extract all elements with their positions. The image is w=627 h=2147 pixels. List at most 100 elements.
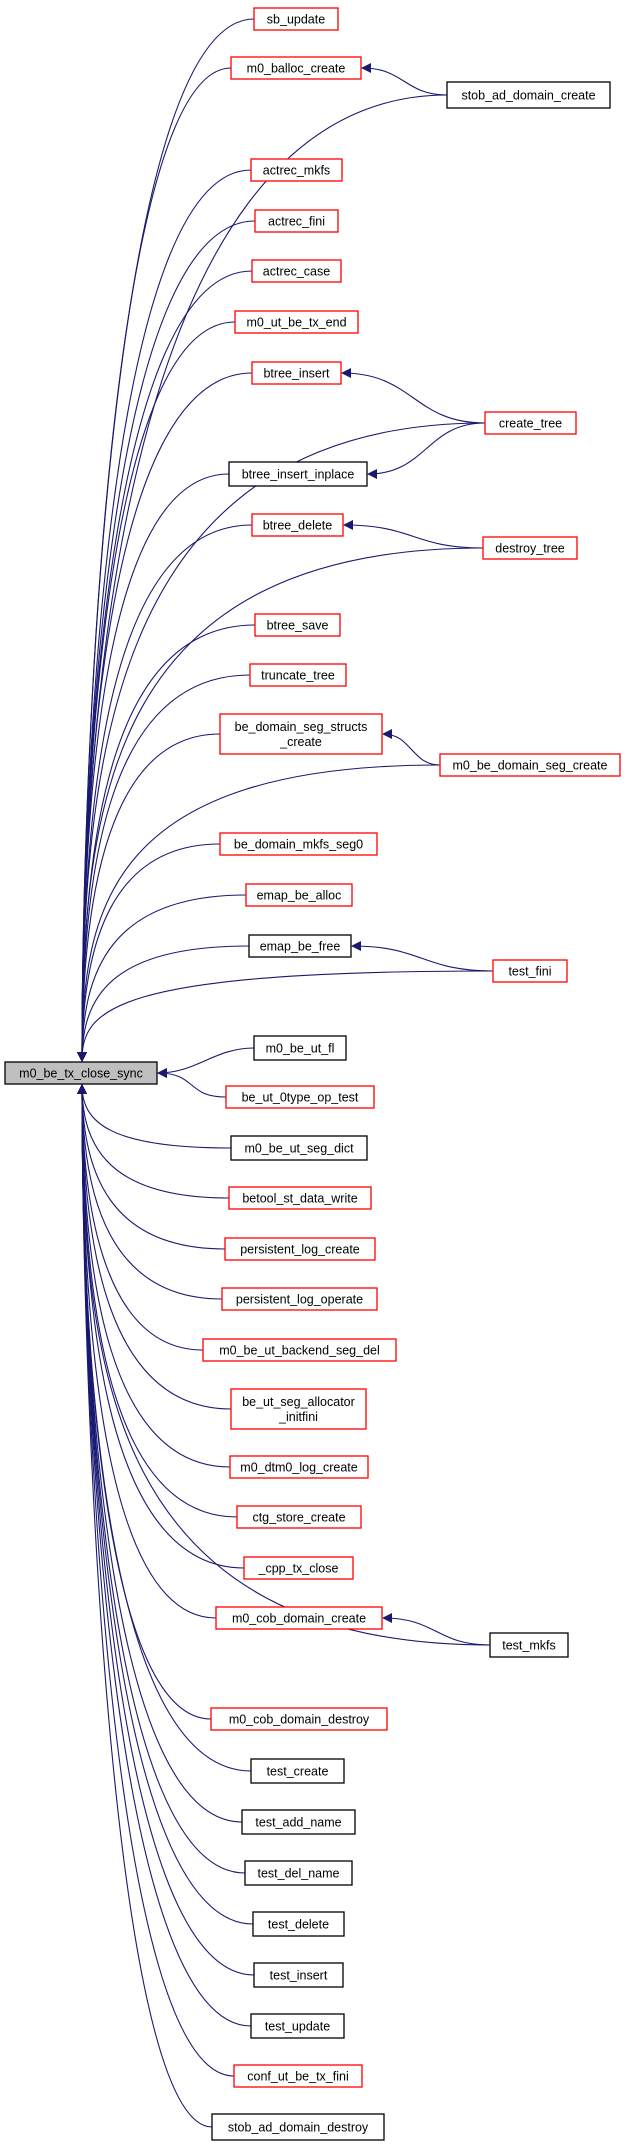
node-label: btree_insert_inplace (242, 468, 355, 482)
node-emap-be-alloc[interactable]: emap_be_alloc (245, 883, 353, 907)
node-stob-ad-domain-create[interactable]: stob_ad_domain_create (446, 81, 611, 109)
node-box (211, 2113, 385, 2141)
node-label: actrec_fini (268, 215, 325, 229)
node-label: persistent_log_operate (236, 1293, 363, 1307)
node-create-tree[interactable]: create_tree (484, 411, 577, 435)
node-box (230, 1388, 367, 1430)
node-m0-cob-domain-create[interactable]: m0_cob_domain_create (215, 1606, 383, 1630)
node-box (245, 883, 353, 907)
edge-betool-st-data-write-to-root (77, 1084, 230, 1199)
node-box (228, 461, 368, 487)
node-m0-be-ut-seg-dict[interactable]: m0_be_ut_seg_dict (230, 1135, 368, 1161)
node-test-del-name[interactable]: test_del_name (244, 1860, 353, 1886)
node-m0-be-domain-seg-create[interactable]: m0_be_domain_seg_create (439, 753, 621, 777)
edge-emap-be-free-to-root (77, 945, 250, 1062)
node-box (219, 713, 383, 755)
node-truncate-tree[interactable]: truncate_tree (249, 663, 347, 687)
node-label: stob_ad_domain_create (461, 89, 595, 103)
node-label: be_ut_seg_allocator (242, 1395, 355, 1409)
node-box (249, 663, 347, 687)
edge-emap-be-alloc-to-root (77, 894, 247, 1062)
node-box (254, 613, 341, 637)
node-box (244, 1860, 353, 1886)
node-label: m0_be_ut_fl (266, 1042, 335, 1056)
node-box (489, 1632, 569, 1658)
node-m0-cob-domain-destroy[interactable]: m0_cob_domain_destroy (210, 1707, 388, 1731)
edge-m0-be-domain-seg-create-to-be-domain-seg-structs-create (382, 729, 441, 766)
node-box (230, 56, 362, 80)
node-ctg-store-create[interactable]: ctg_store_create (236, 1505, 362, 1529)
node-label: betool_st_data_write (242, 1192, 357, 1206)
node-box (482, 536, 578, 560)
node-label: be_domain_mkfs_seg0 (234, 838, 363, 852)
node-box (254, 209, 339, 233)
node-actrec-case[interactable]: actrec_case (251, 259, 342, 283)
edge-m0-ut-be-tx-end-to-root (77, 321, 236, 1062)
node-root[interactable]: m0_be_tx_close_sync (4, 1061, 158, 1085)
node-stob-ad-domain-destroy[interactable]: stob_ad_domain_destroy (211, 2113, 385, 2141)
node-sb-update[interactable]: sb_update (253, 7, 339, 31)
node-label: be_domain_seg_structs (235, 720, 368, 734)
node-box (250, 2013, 345, 2039)
node-box (251, 259, 342, 283)
node-label: stob_ad_domain_destroy (228, 2121, 369, 2135)
node-label: btree_insert (263, 367, 330, 381)
node-m0-dtm0-log-create[interactable]: m0_dtm0_log_create (229, 1455, 369, 1479)
node-btree-delete[interactable]: btree_delete (251, 513, 344, 537)
node-be-ut-seg-allocator-initfini[interactable]: be_ut_seg_allocator_initfini (230, 1388, 367, 1430)
edge-persistent-log-create-to-root (77, 1084, 226, 1250)
node-test-create[interactable]: test_create (250, 1758, 345, 1784)
node-btree-save[interactable]: btree_save (254, 613, 341, 637)
node-box (4, 1061, 158, 1085)
node-m0-ut-be-tx-end[interactable]: m0_ut_be_tx_end (234, 310, 359, 334)
node-m0-balloc-create[interactable]: m0_balloc_create (230, 56, 362, 80)
node-test-update[interactable]: test_update (250, 2013, 345, 2039)
edge-stob-ad-domain-create-to-m0-balloc-create (361, 63, 448, 96)
node-conf-ut-be-tx-fini[interactable]: conf_ut_be_tx_fini (233, 2064, 363, 2088)
edges-layer (77, 18, 494, 2128)
node-test-insert[interactable]: test_insert (253, 1962, 344, 1988)
node-m0-be-ut-fl[interactable]: m0_be_ut_fl (253, 1035, 347, 1061)
edge-be-domain-mkfs-seg0-to-root (77, 843, 221, 1062)
node-label: _create (279, 735, 322, 749)
node-actrec-mkfs[interactable]: actrec_mkfs (250, 158, 343, 182)
edge-be-domain-seg-structs-create-to-root (77, 733, 221, 1062)
node-label: test_add_name (255, 1816, 341, 1830)
node-box (221, 1287, 378, 1311)
node--cpp-tx-close[interactable]: _cpp_tx_close (243, 1556, 354, 1580)
node-be-domain-mkfs-seg0[interactable]: be_domain_mkfs_seg0 (219, 832, 378, 856)
node-be-ut-0type-op-test[interactable]: be_ut_0type_op_test (225, 1085, 375, 1109)
node-test-fini[interactable]: test_fini (492, 959, 568, 983)
node-label: test_del_name (257, 1867, 339, 1881)
node-label: btree_delete (263, 519, 333, 533)
node-label: m0_cob_domain_destroy (229, 1713, 370, 1727)
edge-test-fini-to-root (77, 970, 494, 1062)
edge-actrec-mkfs-to-root (77, 169, 252, 1062)
edge-actrec-case-to-root (77, 270, 253, 1062)
node-test-delete[interactable]: test_delete (252, 1911, 345, 1937)
edge-create-tree-to-btree-insert-inplace (367, 422, 486, 479)
node-label: actrec_mkfs (263, 164, 330, 178)
node-label: ctg_store_create (252, 1511, 345, 1525)
node-be-domain-seg-structs-create[interactable]: be_domain_seg_structs_create (219, 713, 383, 755)
node-betool-st-data-write[interactable]: betool_st_data_write (228, 1186, 372, 1210)
node-persistent-log-operate[interactable]: persistent_log_operate (221, 1287, 378, 1311)
node-emap-be-free[interactable]: emap_be_free (248, 934, 352, 958)
node-test-mkfs[interactable]: test_mkfs (489, 1632, 569, 1658)
edge-test-fini-to-emap-be-free (351, 941, 494, 972)
node-actrec-fini[interactable]: actrec_fini (254, 209, 339, 233)
node-box (202, 1338, 397, 1362)
node-btree-insert[interactable]: btree_insert (251, 361, 342, 385)
node-label: _initfini (278, 1410, 318, 1424)
node-label: persistent_log_create (240, 1243, 360, 1257)
node-destroy-tree[interactable]: destroy_tree (482, 536, 578, 560)
node-btree-insert-inplace[interactable]: btree_insert_inplace (228, 461, 368, 487)
edge-conf-ut-be-tx-fini-to-root (77, 1084, 235, 2077)
node-test-add-name[interactable]: test_add_name (241, 1809, 356, 1835)
node-m0-be-ut-backend-seg-del[interactable]: m0_be_ut_backend_seg_del (202, 1338, 397, 1362)
node-persistent-log-create[interactable]: persistent_log_create (224, 1237, 376, 1261)
node-label: truncate_tree (261, 669, 335, 683)
node-box (253, 1035, 347, 1061)
edge-test-mkfs-to-m0-cob-domain-create (382, 1613, 491, 1646)
node-label: m0_balloc_create (247, 62, 346, 76)
